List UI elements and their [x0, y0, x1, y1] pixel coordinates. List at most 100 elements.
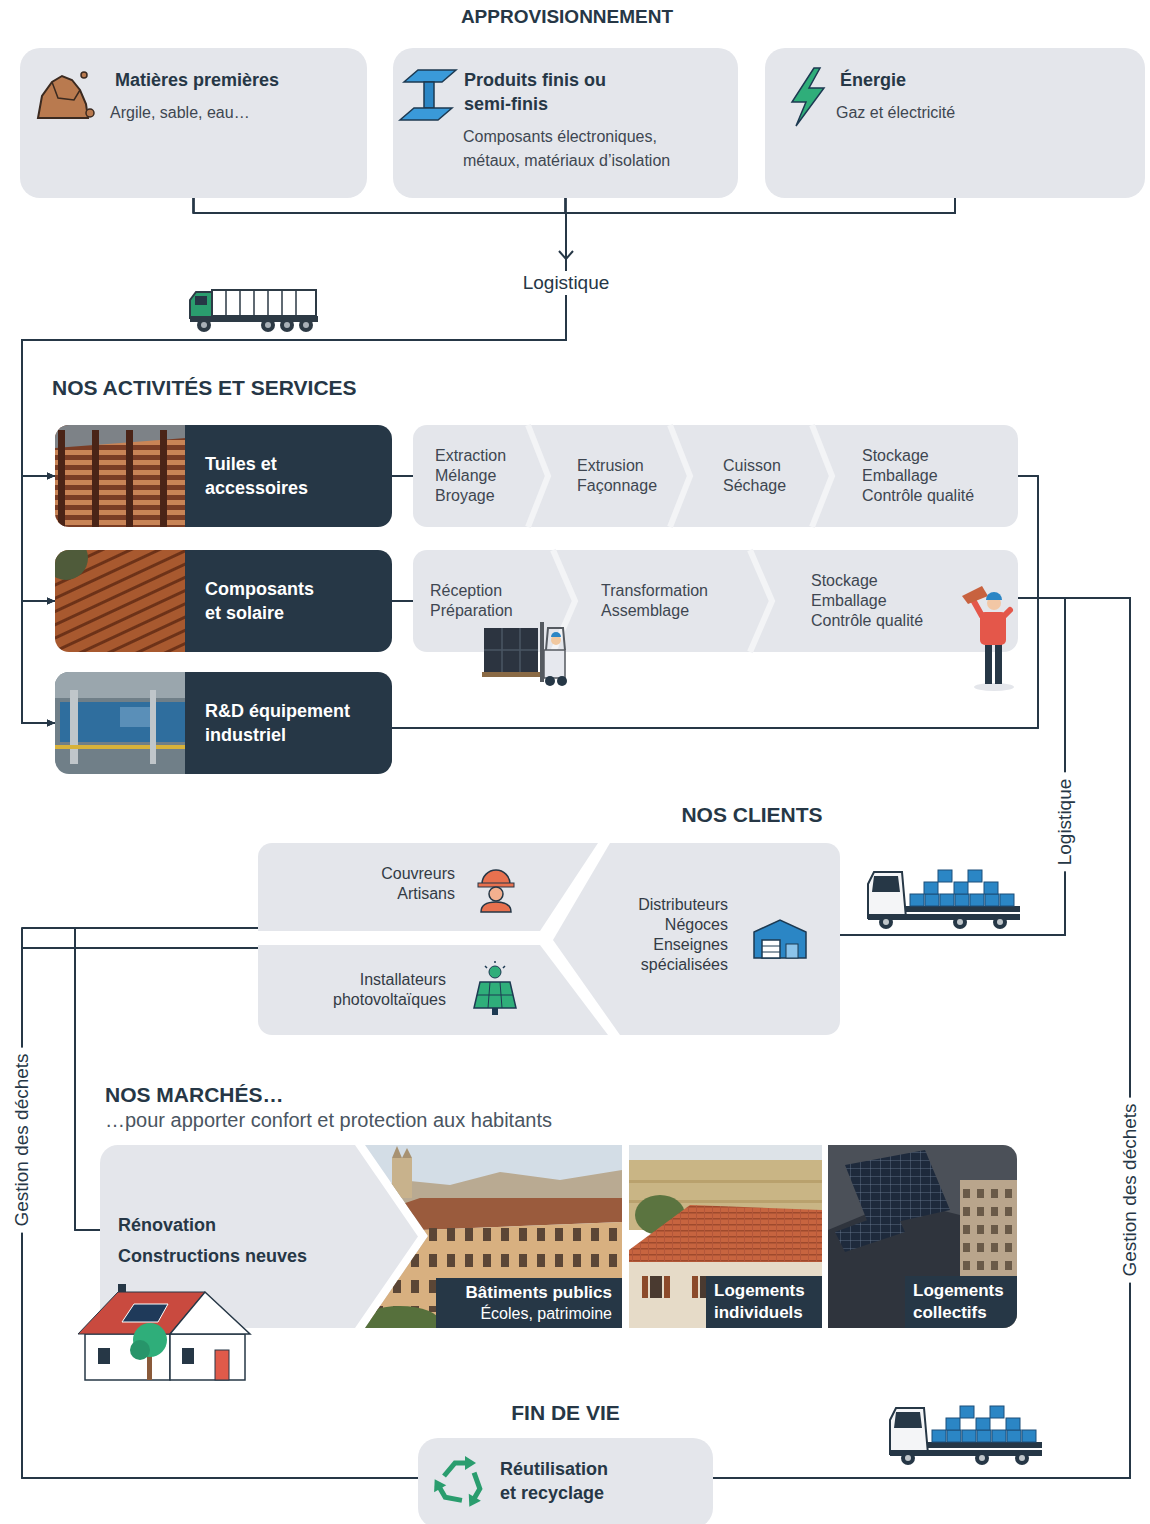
apartment-photo — [828, 1145, 1017, 1328]
label-anchor: Gestion des déchets — [10, 1047, 34, 1232]
house-illustration — [170, 1292, 250, 1334]
label-anchor: NOS ACTIVITÉS ET SERVICES — [52, 375, 357, 400]
worker-illustration — [962, 586, 1014, 691]
raw-material-icon — [81, 72, 87, 78]
solar-icon — [489, 966, 501, 978]
caption-box: Logements individuels — [706, 1276, 822, 1328]
steel-beam-icon — [400, 108, 452, 120]
dump-truck — [201, 322, 207, 328]
process-step: Stockage Emballage Contrôle qualité — [772, 550, 1018, 652]
flow-connector — [22, 198, 566, 601]
dump-truck — [284, 322, 290, 328]
house-illustration — [130, 1340, 150, 1360]
client-segment: Couvreurs Artisans — [258, 843, 598, 931]
section-heading: APPROVISIONNEMENT — [461, 5, 673, 29]
node-title: Énergie — [840, 68, 1145, 92]
dump-truck — [212, 290, 316, 316]
roofer-icon — [478, 870, 514, 912]
section-subtitle: …pour apporter confort et protection aux… — [105, 1108, 552, 1133]
process-band — [528, 425, 548, 527]
dump-truck — [190, 292, 212, 318]
supply-box: Produits finis ou semi-finisComposants é… — [393, 48, 738, 198]
node-title: Extrusion Façonnage — [577, 456, 667, 496]
node-title: Logements collectifs — [913, 1280, 1009, 1324]
flow-label: Gestion des déchets — [10, 1047, 34, 1232]
house-illustration — [147, 1348, 152, 1380]
warehouse-icon — [762, 946, 780, 952]
flow-connector — [840, 476, 1065, 935]
roofer-icon — [478, 883, 514, 887]
activity-box: Tuiles et accessoires — [55, 425, 392, 527]
flow-connector — [22, 198, 566, 601]
house-photo — [629, 1200, 822, 1203]
solar-icon — [485, 961, 505, 968]
label-anchor: NOS CLIENTS — [681, 802, 822, 827]
dump-truck — [197, 318, 211, 332]
recycle-icon — [429, 1473, 462, 1511]
dump-truck — [280, 318, 294, 332]
worker-illustration — [985, 642, 992, 684]
market-photo: Bâtiments publicsÉcoles, patrimoine — [360, 1145, 622, 1328]
process-step: Transformation Assemblage — [575, 550, 750, 652]
house-illustration — [122, 1304, 168, 1322]
worker-illustration — [987, 596, 1001, 610]
node-text: Composants électroniques, métaux, matéri… — [463, 125, 703, 173]
end-of-life-box: FIN DE VIERéutilisation et recyclage — [418, 1438, 713, 1524]
forklift-illustration — [551, 635, 561, 645]
raw-material-icon — [86, 109, 94, 117]
forklift-illustration — [546, 628, 565, 650]
flow-connector — [392, 475, 413, 477]
dump-truck — [190, 316, 318, 322]
recycle-icon — [429, 1476, 447, 1493]
flow-connector — [22, 928, 418, 1478]
node-title: Matières premières — [115, 68, 367, 92]
steel-beam-icon — [404, 70, 456, 82]
process-band — [812, 425, 832, 527]
node-text: Écoles, patrimoine — [446, 1304, 612, 1324]
node-outline — [100, 1145, 418, 1328]
process-band — [413, 550, 1018, 652]
warehouse-icon — [762, 940, 780, 958]
house-photo — [629, 1160, 822, 1230]
recycle-icon — [429, 1456, 492, 1510]
delivery-truck — [890, 1406, 1042, 1465]
solar-icon — [477, 982, 513, 1008]
delivery-truck — [868, 870, 1020, 929]
node-title: Distributeurs Négoces Enseignes spéciali… — [616, 895, 728, 975]
house-illustration — [85, 1334, 170, 1380]
raw-material-icon — [38, 76, 88, 118]
node-title: Installateurs photovoltaïques — [316, 970, 446, 1010]
caption-box: Bâtiments publicsÉcoles, patrimoine — [436, 1278, 622, 1328]
forklift-illustration — [484, 628, 538, 672]
house-illustration — [133, 1323, 167, 1357]
node-title: Produits finis ou semi-finis — [464, 68, 624, 116]
node-title: Tuiles et accessoires — [205, 452, 375, 500]
public-building-photo — [370, 1222, 622, 1312]
market-photo: Logements collectifs — [828, 1145, 1017, 1328]
market-chevron: RénovationConstructions neuves — [100, 1145, 418, 1328]
recycle-icon — [463, 1494, 481, 1511]
forklift-illustration — [482, 672, 540, 677]
recycle-icon — [444, 1463, 466, 1476]
node-text: Gaz et électricité — [836, 101, 1145, 125]
warehouse-icon — [786, 944, 798, 958]
node-text: Argile, sable, eau… — [110, 101, 367, 125]
public-building-photo — [360, 1170, 622, 1215]
process-band — [413, 425, 1018, 652]
solar-icon — [492, 1008, 498, 1015]
steel-beam-icon — [424, 82, 434, 108]
raw-material-icon — [38, 72, 94, 118]
client-segment: Distributeurs Négoces Enseignes spéciali… — [540, 843, 840, 1035]
process-band — [413, 425, 1018, 527]
activity-box: R&D équipement industriel — [55, 672, 392, 774]
process-band — [670, 425, 690, 527]
flow-connector — [392, 600, 413, 602]
house-photo — [629, 1180, 822, 1183]
node-title: R&D équipement industriel — [205, 699, 375, 747]
node-title: Composants et solaire — [205, 577, 325, 625]
worker-illustration — [986, 592, 1002, 600]
node-title: Transformation Assemblage — [601, 581, 721, 621]
dump-truck — [299, 318, 313, 332]
house-photo — [629, 1262, 822, 1328]
